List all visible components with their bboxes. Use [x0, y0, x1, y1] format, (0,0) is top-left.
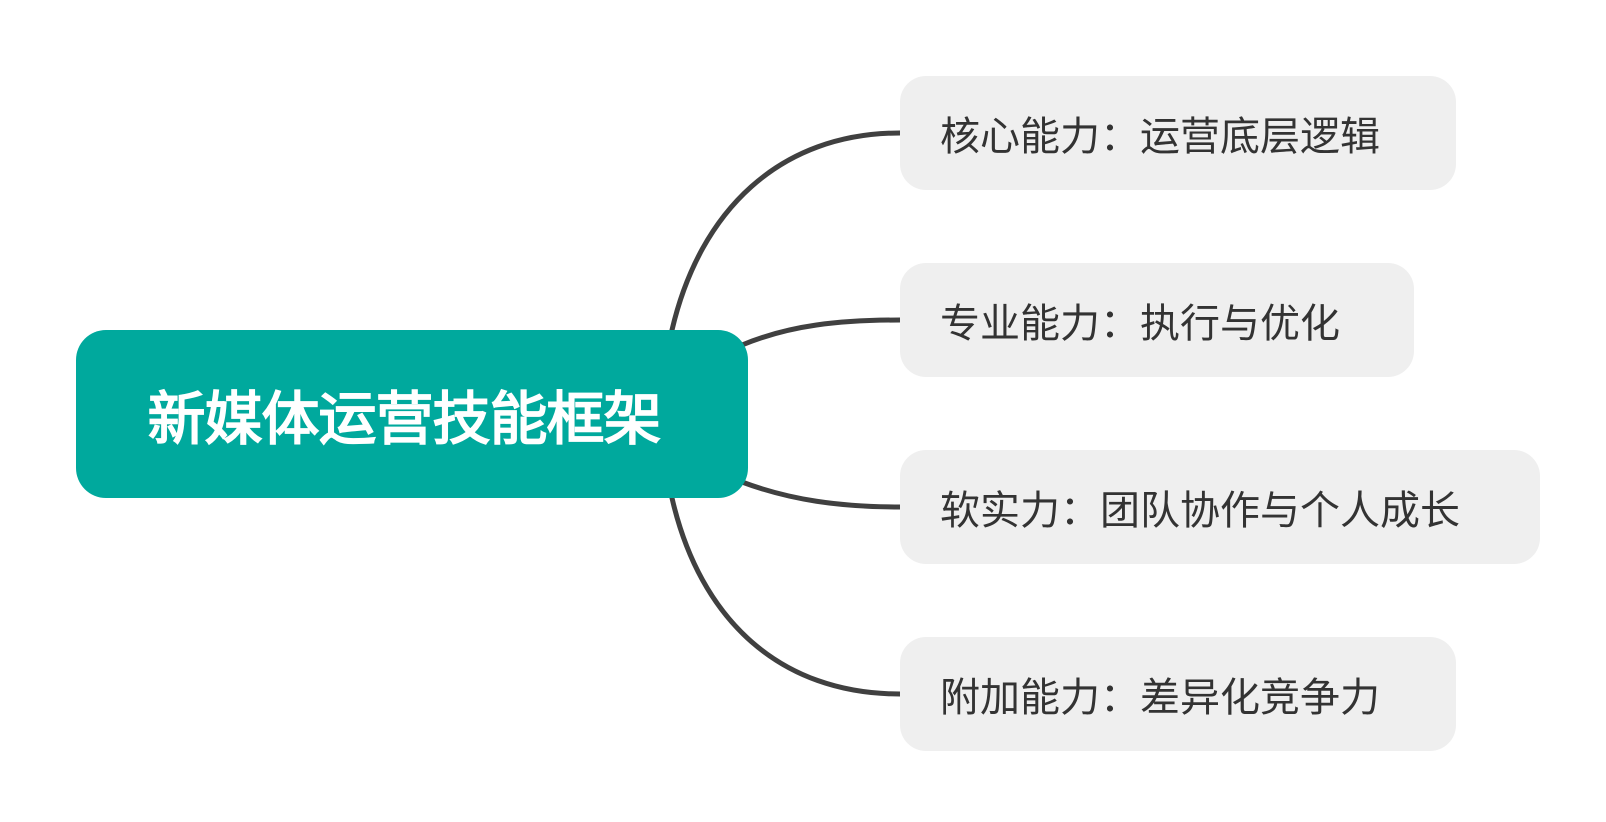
- branch-label: 核心能力：运营底层逻辑: [940, 114, 1380, 160]
- branch-label: 软实力：团队协作与个人成长: [940, 488, 1460, 534]
- connector-soft-skills: [739, 479, 903, 510]
- branch-node-additional[interactable]: 附加能力：差异化竞争力: [900, 637, 1456, 751]
- connector-additional: [669, 495, 903, 697]
- connector-professional: [739, 317, 903, 348]
- branch-node-soft-skills[interactable]: 软实力：团队协作与个人成长: [900, 450, 1540, 564]
- branch-label: 附加能力：差异化竞争力: [940, 675, 1380, 721]
- root-label: 新媒体运营技能框架: [147, 385, 661, 453]
- branch-node-professional[interactable]: 专业能力：执行与优化: [900, 263, 1414, 377]
- connector-core: [669, 130, 903, 333]
- branch-node-core[interactable]: 核心能力：运营底层逻辑: [900, 76, 1456, 190]
- root-node[interactable]: 新媒体运营技能框架: [76, 330, 748, 498]
- branch-label: 专业能力：执行与优化: [940, 301, 1340, 347]
